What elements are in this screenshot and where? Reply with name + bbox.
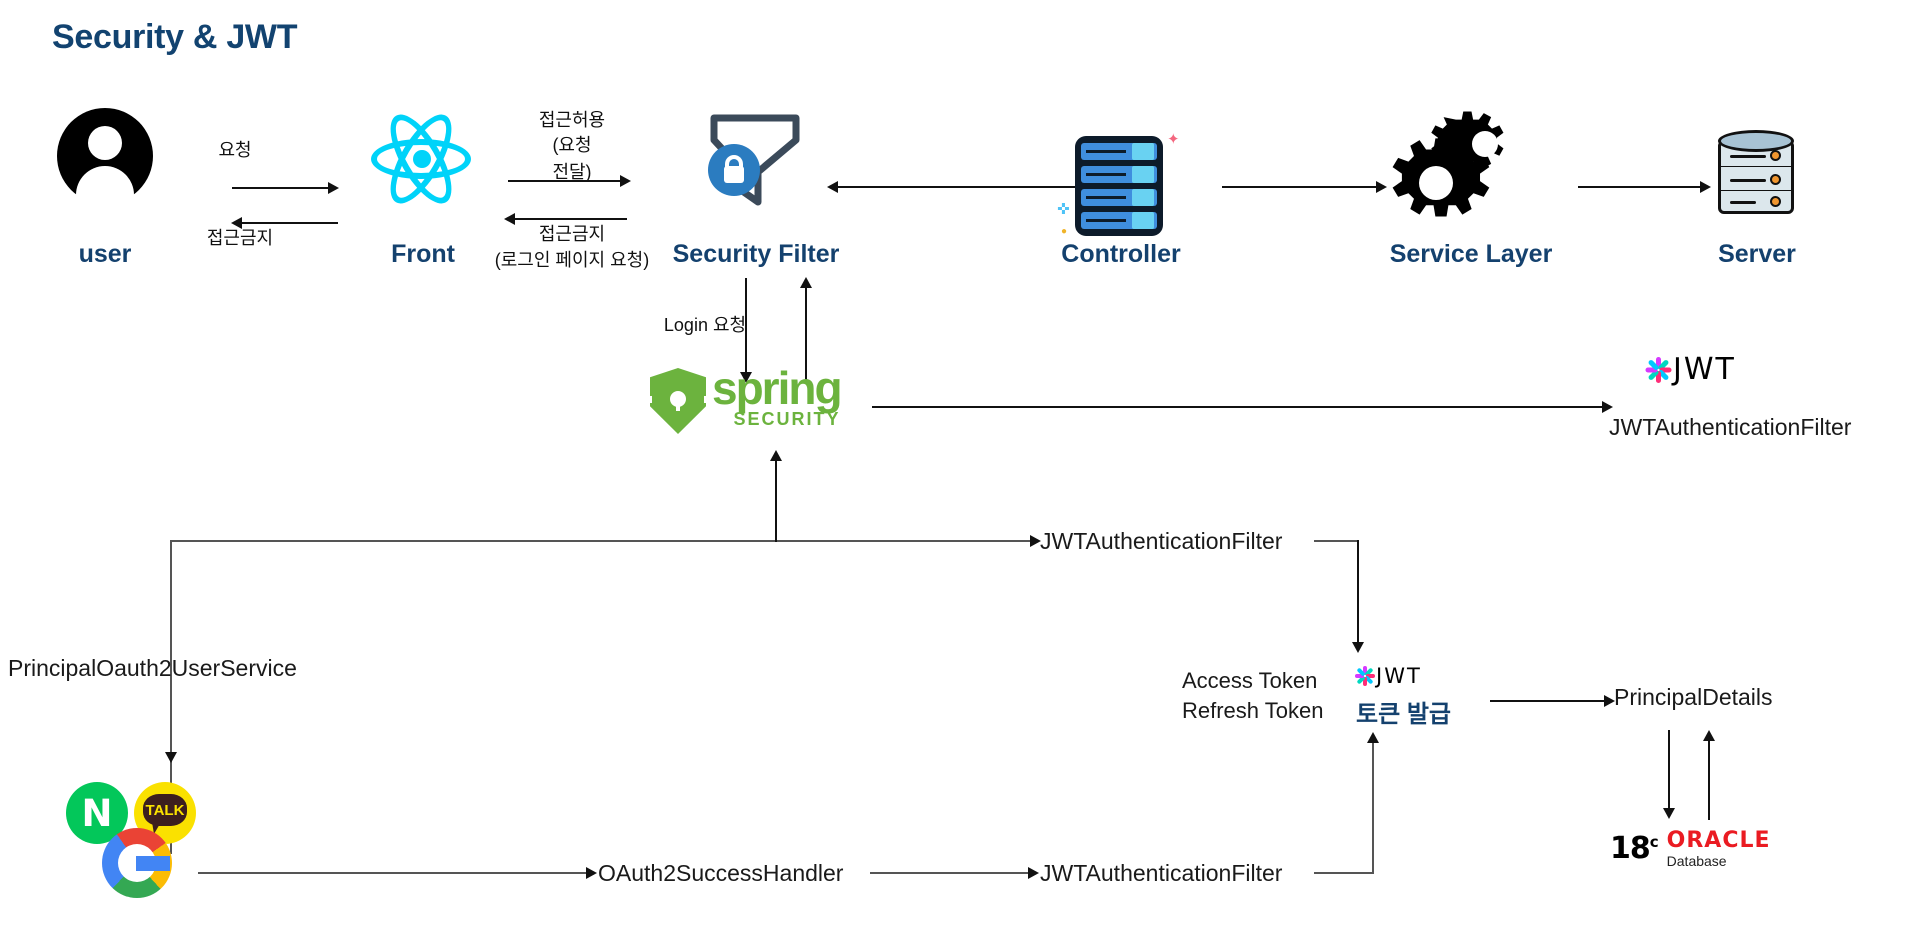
spring-wordmark: spring (712, 362, 843, 414)
arrowhead-down (1352, 642, 1364, 653)
arrowhead-right (328, 182, 339, 194)
sparkle-icon: ✜ (1057, 201, 1070, 218)
edge-user-to-front (232, 187, 328, 189)
edge-oauth-to-jwt-filter-mid (170, 540, 1030, 542)
oracle-logo: 18c ORACLE Database (1610, 828, 1771, 869)
google-icon[interactable] (102, 828, 172, 898)
edge-controller-service (1222, 186, 1376, 188)
label-jwt-filter-right: JWTAuthenticationFilter (1609, 414, 1852, 440)
edge-label-request: 요청 (218, 140, 252, 160)
edge-oracle-to-principal (1708, 740, 1710, 820)
edge-filter-to-front (515, 218, 627, 220)
jwt-wordmark: JWT (1673, 352, 1736, 387)
react-icon (371, 105, 475, 213)
arrowhead-down (165, 752, 177, 763)
edge-filter-controller (838, 186, 1082, 188)
edge-filter-to-spring (745, 278, 747, 372)
dot-icon: ● (1061, 226, 1068, 237)
node-label-service-layer: Service Layer (1389, 240, 1553, 268)
node-label-security-filter: Security Filter (672, 240, 840, 268)
label-jwt-filter-bottom: JWTAuthenticationFilter (1040, 860, 1283, 886)
arrowhead-right (1604, 695, 1615, 707)
arrowhead-up (1367, 732, 1379, 743)
arrowhead-right (586, 867, 597, 879)
edge-social-to-oauth-handler (198, 872, 586, 874)
oracle-brand: ORACLE (1666, 828, 1771, 853)
gears-icon (1392, 111, 1504, 217)
label-principal-oauth2-user-service: PrincipalOauth2UserService (8, 655, 297, 681)
controller-icon: ✦ ✜ ● (1057, 131, 1180, 237)
arrowhead-up (770, 450, 782, 461)
edge-branch-to-spring (775, 460, 777, 542)
arrowhead-up (800, 277, 812, 288)
arrowhead-down (740, 372, 752, 383)
edge-bottom-filter-up (1372, 742, 1374, 874)
node-label-server: Server (1718, 240, 1796, 268)
spring-shield-icon (643, 368, 713, 434)
edge-left-riser (170, 540, 172, 854)
node-label-front: Front (391, 240, 455, 268)
kakao-talk-label: TALK (143, 794, 187, 826)
arrowhead-right (1028, 867, 1039, 879)
label-oauth2-success-handler: OAuth2SuccessHandler (598, 860, 844, 886)
edge-label-allow-3: 전달) (552, 162, 592, 182)
label-principal-details: PrincipalDetails (1614, 684, 1773, 710)
oracle-product: Database (1666, 853, 1727, 869)
edge-service-server (1578, 186, 1700, 188)
kakao-icon[interactable]: TALK (134, 782, 196, 844)
edge-spring-to-filter (805, 288, 807, 380)
sparkle-icon: ✦ (1167, 131, 1180, 148)
edge-spring-to-jwt-filter (872, 406, 1602, 408)
user-icon (57, 108, 153, 216)
security-filter-icon (700, 110, 810, 210)
service-layer-icon (1392, 110, 1534, 225)
arrowhead-right (620, 175, 631, 187)
arrowhead-right (1030, 535, 1041, 547)
spring-security-logo: spring SECURITY (643, 362, 843, 434)
arrowhead-left (231, 217, 242, 229)
arrowhead-left (827, 181, 838, 193)
label-access-token: Access Token (1182, 668, 1318, 693)
edge-label-deny-2: (로그인 페이지 요청) (494, 250, 650, 270)
lock-icon (708, 144, 760, 196)
node-label-controller: Controller (1061, 240, 1181, 268)
jwt-burst-icon (1354, 665, 1376, 687)
edge-front-to-user (242, 222, 338, 224)
label-token-issue: 토큰 발급 (1356, 701, 1451, 728)
jwt-wordmark: JWT (1376, 664, 1422, 688)
page-title: Security & JWT (52, 18, 298, 56)
edge-label-allow-2: (요청 (552, 135, 592, 155)
label-jwt-filter-mid: JWTAuthenticationFilter (1040, 528, 1283, 554)
edge-handler-to-jwt-filter (870, 872, 1028, 874)
arrowhead-right (1700, 181, 1711, 193)
server-icon (1718, 130, 1794, 222)
arrowhead-right (1602, 401, 1613, 413)
edge-front-to-filter (508, 180, 620, 182)
jwt-logo-token: JWT (1354, 664, 1422, 688)
edge-label-allow-1: 접근허용 (538, 110, 606, 130)
edge-mid-filter-out (1314, 540, 1358, 542)
edge-token-to-principal (1490, 700, 1604, 702)
arrowhead-down (1663, 808, 1675, 819)
arrowhead-up (1703, 730, 1715, 741)
spring-security-subword: SECURITY (733, 409, 841, 430)
arrowhead-right (1376, 181, 1387, 193)
jwt-logo-right: JWT (1643, 352, 1736, 387)
edge-label-access-denied: 접근금지 (206, 228, 274, 248)
jwt-burst-icon (1643, 355, 1673, 385)
edge-principal-to-oracle (1668, 730, 1670, 810)
edge-label-deny-1: 접근금지 (538, 224, 606, 244)
oracle-version: 18c (1610, 831, 1659, 866)
label-refresh-token: Refresh Token (1182, 698, 1324, 723)
edge-label-login-request: Login 요청 (663, 315, 747, 335)
edge-mid-filter-down (1357, 540, 1359, 642)
arrowhead-left (504, 213, 515, 225)
edge-bottom-filter-out (1314, 872, 1374, 874)
node-label-user: user (78, 240, 132, 268)
